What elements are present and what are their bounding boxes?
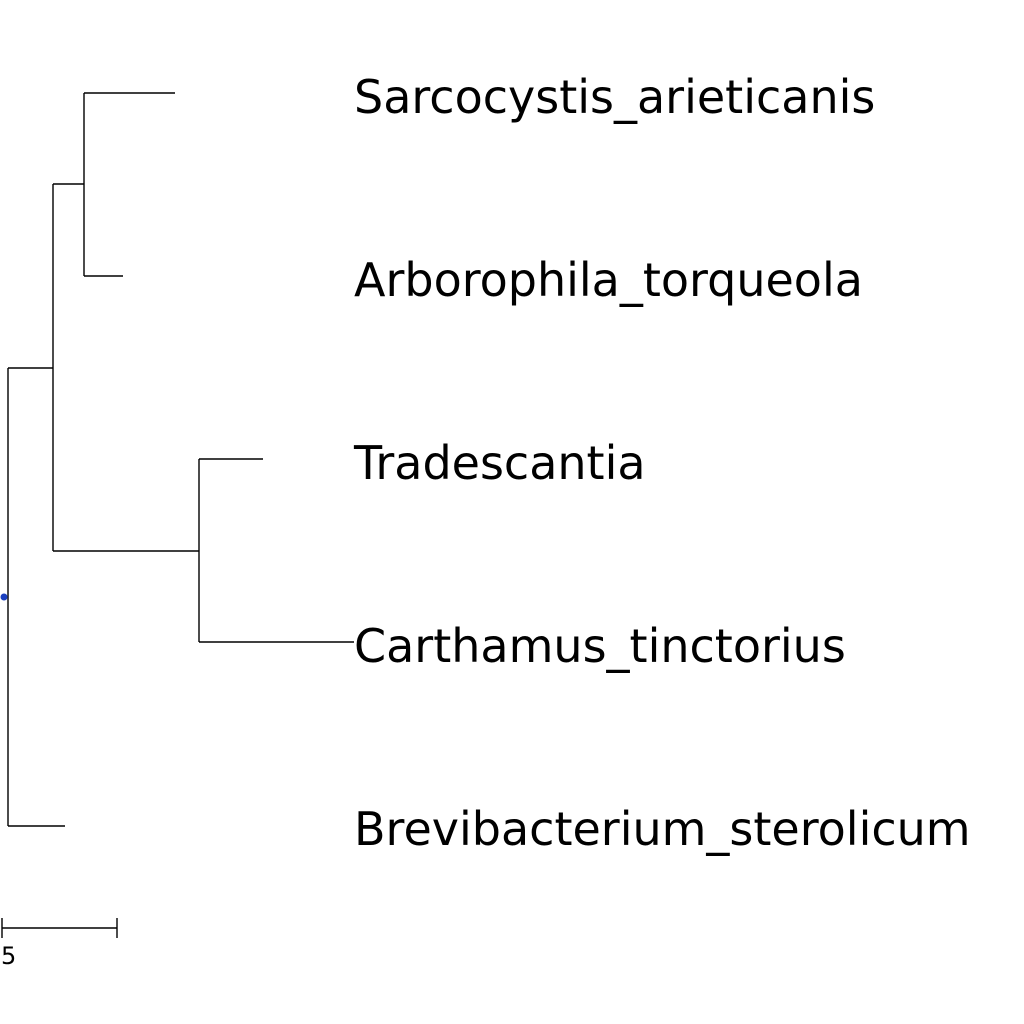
root-marker bbox=[0, 593, 8, 601]
leaf-label-tradescantia: Tradescantia bbox=[353, 436, 646, 490]
leaf-label-arborophila: Arborophila_torqueola bbox=[354, 253, 863, 307]
scale-bar-label: 5 bbox=[1, 942, 16, 970]
tree-branches bbox=[7, 92, 354, 827]
scale-bar: 5 bbox=[1, 918, 118, 970]
leaf-label-sarcocystis: Sarcocystis_arieticanis bbox=[354, 70, 875, 124]
leaf-label-brevibacterium: Brevibacterium_sterolicum bbox=[354, 802, 971, 856]
leaf-label-carthamus: Carthamus_tinctorius bbox=[354, 619, 846, 673]
